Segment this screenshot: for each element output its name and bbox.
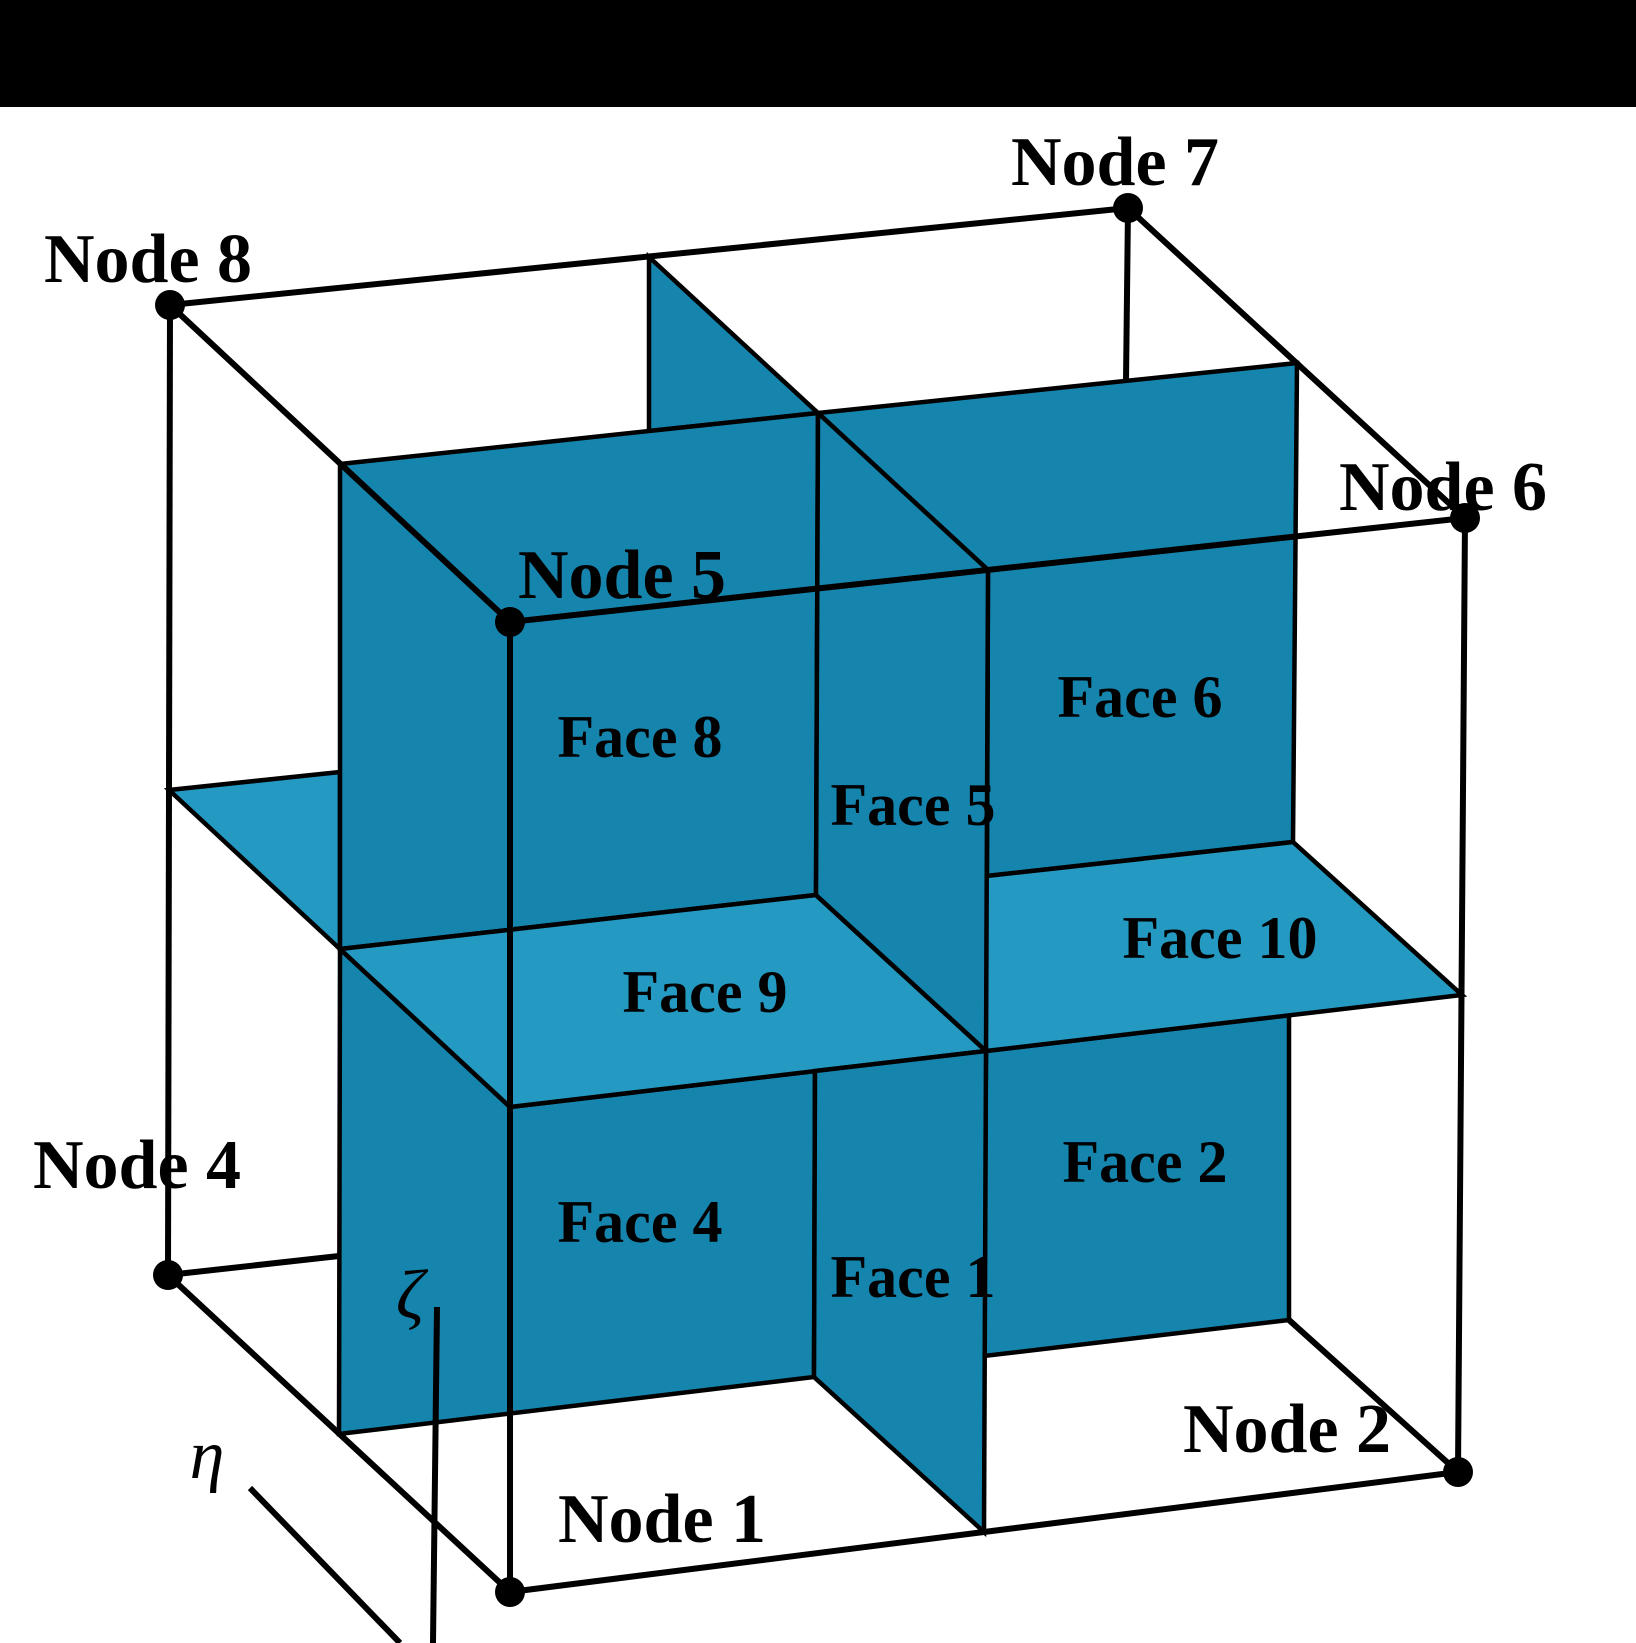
- node-1-label: Node 1: [558, 1481, 766, 1558]
- edge-top-back: [169, 205, 1129, 308]
- edge-bottom-right-stub: [1286, 1317, 1461, 1475]
- edge-top-right: [1125, 205, 1468, 521]
- face-1-label: Face 1: [831, 1244, 996, 1310]
- node-5-label: Node 5: [518, 537, 726, 614]
- node-5-dot: [495, 607, 525, 637]
- eta-axis-line: [247, 1485, 403, 1643]
- edge-vertical-front-right: [1455, 517, 1468, 1473]
- face-2-label: Face 2: [1063, 1129, 1228, 1195]
- face-6-label: Face 6: [1058, 664, 1223, 730]
- face-10-label: Face 10: [1123, 905, 1318, 971]
- node-8-label: Node 8: [44, 221, 252, 298]
- face-8-label: Face 8: [558, 704, 723, 770]
- face-9-label: Face 9: [623, 959, 788, 1025]
- node-7-dot: [1113, 193, 1143, 223]
- edge-bottom-left: [165, 1272, 513, 1595]
- node-6-dot: [1450, 503, 1480, 533]
- edge-vertical-back-left: [165, 304, 173, 1276]
- edge-bottom-back-stub: [167, 1253, 340, 1278]
- node-1-dot: [495, 1577, 525, 1607]
- zeta-axis-line: [430, 1306, 440, 1643]
- face-4-label: Face 4: [558, 1189, 723, 1255]
- edge-top-front: [509, 515, 1466, 625]
- node-2-dot: [1443, 1457, 1473, 1487]
- face-8-polygon: [337, 410, 821, 952]
- face-5-label: Face 5: [831, 772, 996, 838]
- top-black-bar: [0, 0, 1636, 107]
- node-4-label: Node 4: [33, 1127, 241, 1204]
- edge-vertical-back-right-stub: [1123, 207, 1131, 382]
- edge-bottom-front: [509, 1469, 1459, 1595]
- edge-top-left: [167, 302, 513, 625]
- node-7-label: Node 7: [1011, 124, 1219, 201]
- node-4-dot: [153, 1260, 183, 1290]
- eta-axis-label: η: [190, 1417, 225, 1494]
- node-8-dot: [155, 290, 185, 320]
- zeta-axis-label: ζ: [396, 1257, 429, 1334]
- node-6-label: Node 6: [1339, 449, 1547, 526]
- node-2-label: Node 2: [1183, 1391, 1391, 1468]
